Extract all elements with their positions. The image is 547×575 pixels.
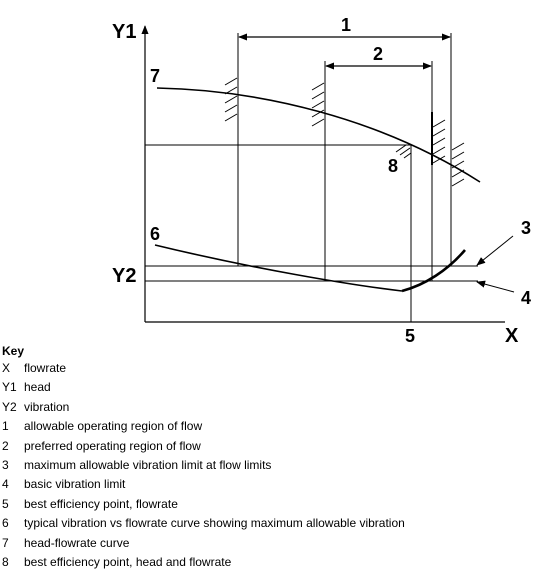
key-description: basic vibration limit (24, 477, 126, 492)
key-description: best efficiency point, flowrate (24, 496, 178, 511)
x-axis-label: X (505, 325, 519, 345)
key-item: Y2 vibration (2, 398, 542, 417)
key-code: Y1 (2, 380, 17, 395)
leader-3 (476, 235, 514, 266)
key-item: 6 typical vibration vs flowrate curve sho… (2, 514, 542, 533)
key-description: vibration (24, 399, 70, 414)
key-description: flowrate (24, 361, 67, 375)
pump-operating-region-diagram: Y1 Y2 X 1 2 3 4 5 6 7 8 (112, 15, 531, 345)
key-code: 6 (2, 516, 9, 531)
label-bep-flowrate: 5 (405, 326, 415, 345)
key-code: X (2, 361, 11, 375)
key-code: 5 (2, 496, 9, 511)
hatch-preferred-min (311, 82, 325, 127)
hatch-allowable-max (451, 142, 465, 187)
hatch-bep-point (395, 144, 412, 159)
key-description: best efficiency point, head and flowrate (24, 554, 232, 569)
key-code: Y2 (2, 399, 17, 414)
key-description: preferred operating region of flow (24, 438, 201, 453)
key-item: Y1 head (2, 378, 542, 397)
key-item: 4 basic vibration limit (2, 475, 542, 494)
label-allowable-region: 1 (341, 15, 351, 35)
key-item: 7 head-flowrate curve (2, 534, 542, 553)
key-code: 3 (2, 457, 9, 472)
key-item: 1 allowable operating region of flow (2, 417, 542, 436)
key-title: Key (2, 344, 25, 358)
label-preferred-region: 2 (373, 44, 383, 64)
leader-4 (476, 280, 515, 293)
y2-axis-label: Y2 (112, 265, 136, 287)
key-code: 7 (2, 535, 9, 550)
key-item: 2 preferred operating region of flow (2, 437, 542, 456)
vibration-curve-upper-segment (401, 249, 466, 293)
vibration-curve (154, 244, 403, 292)
key-description: head (24, 380, 51, 395)
key-item: 3 maximum allowable vibration limit at fl… (2, 456, 542, 475)
label-head-curve: 7 (150, 66, 160, 86)
label-max-vibration-limit: 3 (521, 218, 531, 238)
key-description: head-flowrate curve (24, 535, 130, 550)
key-code: 1 (2, 419, 9, 434)
key-code: 4 (2, 477, 9, 492)
key-item: 8 best efficiency point, head and flowrat… (2, 553, 542, 572)
label-basic-vibration-limit: 4 (521, 288, 531, 308)
y1-axis-label: Y1 (112, 21, 136, 43)
hatch-allowable-min (224, 77, 238, 122)
key-description: allowable operating region of flow (24, 419, 203, 434)
key-code: 2 (2, 438, 9, 453)
key-item: 5 best efficiency point, flowrate (2, 495, 542, 514)
label-vibration-curve: 6 (150, 224, 160, 244)
key-code: 8 (2, 554, 9, 569)
hatch-preferred-max (432, 119, 446, 164)
key-description: typical vibration vs flowrate curve show… (24, 516, 405, 531)
label-bep-point: 8 (388, 156, 398, 176)
key-description: maximum allowable vibration limit at flo… (24, 457, 272, 472)
